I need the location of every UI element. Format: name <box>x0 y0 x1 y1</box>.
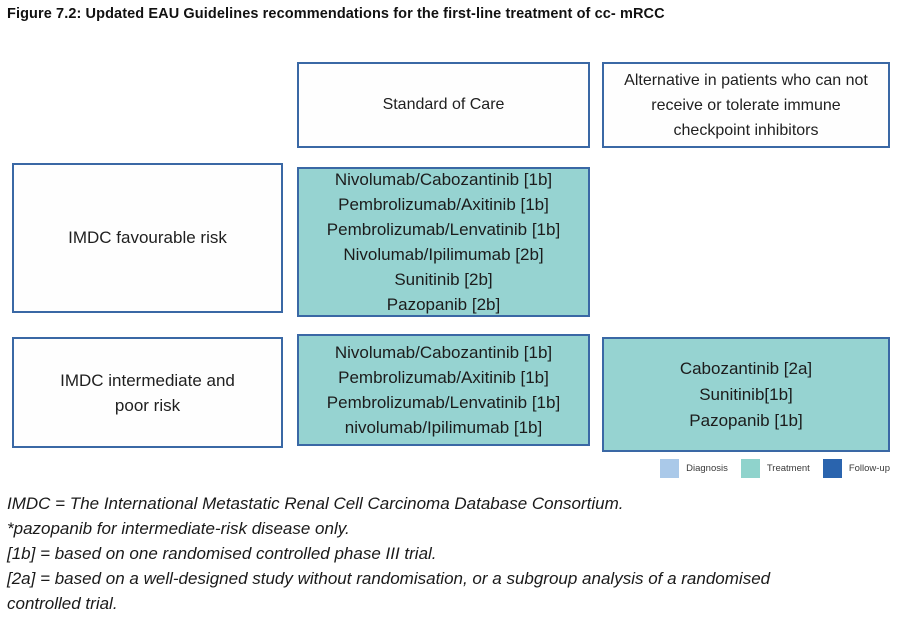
legend-item-follow-up: Follow-up <box>822 459 890 478</box>
drug-item: Nivolumab/Ipilimumab [2b] <box>343 245 544 264</box>
footnotes: IMDC = The International Metastatic Rena… <box>7 491 827 616</box>
column-header-label: Alternative in patients who can not rece… <box>624 71 868 139</box>
drug-item: Cabozantinib [2a] <box>679 358 813 378</box>
legend-item-treatment: Treatment <box>740 459 810 478</box>
drug-item: Pembrolizumab/Axitinib [1b] <box>338 195 549 214</box>
legend: Diagnosis Treatment Follow-up <box>660 459 890 478</box>
follow-up-color-swatch <box>822 459 842 478</box>
row-label-favourable-risk: IMDC favourable risk <box>12 163 283 313</box>
footnote-1b-definition: [1b] = based on one randomised controlle… <box>7 544 437 563</box>
row-label-intermediate-poor-risk: IMDC intermediate and poor risk <box>12 337 283 448</box>
drug-item: Nivolumab/Cabozantinib [1b] <box>334 170 553 189</box>
drug-item: Pembrolizumab/Axitinib [1b] <box>338 368 549 387</box>
legend-label: Follow-up <box>848 463 890 474</box>
treatment-color-swatch <box>740 459 760 478</box>
intermediate-standard-of-care-box: Nivolumab/Cabozantinib [1b] Pembrolizuma… <box>297 334 590 446</box>
legend-label: Diagnosis <box>686 463 728 474</box>
legend-label: Treatment <box>766 463 810 474</box>
risk-group-label: IMDC intermediate and poor risk <box>60 370 235 415</box>
figure-title: Figure 7.2: Updated EAU Guidelines recom… <box>7 6 665 22</box>
drug-item: Pembrolizumab/Lenvatinib [1b] <box>326 220 561 239</box>
drug-item: nivolumab/Ipilimumab [1b] <box>344 418 543 437</box>
footnote-imdc-definition: IMDC = The International Metastatic Rena… <box>7 494 624 513</box>
column-header-standard-of-care: Standard of Care <box>297 62 590 148</box>
legend-item-diagnosis: Diagnosis <box>660 459 728 478</box>
favourable-standard-of-care-box: Nivolumab/Cabozantinib [1b] Pembrolizuma… <box>297 167 590 317</box>
risk-group-label: IMDC favourable risk <box>68 228 227 247</box>
diagnosis-color-swatch <box>660 459 680 478</box>
intermediate-alternative-box: Cabozantinib [2a] Sunitinib[1b] Pazopani… <box>602 337 890 452</box>
drug-item: Nivolumab/Cabozantinib [1b] <box>334 343 553 362</box>
drug-item: Pembrolizumab/Lenvatinib [1b] <box>326 393 561 412</box>
footnote-pazopanib: *pazopanib for intermediate-risk disease… <box>7 519 350 538</box>
footnote-2a-definition: [2a] = based on a well-designed study wi… <box>7 569 771 613</box>
drug-item: Sunitinib [2b] <box>394 270 493 289</box>
drug-item: Pazopanib [2b] <box>386 295 501 314</box>
column-header-label: Standard of Care <box>382 96 505 113</box>
drug-item: Pazopanib [1b] <box>689 410 803 430</box>
column-header-alternative: Alternative in patients who can not rece… <box>602 62 890 148</box>
drug-item: Sunitinib[1b] <box>699 384 793 404</box>
